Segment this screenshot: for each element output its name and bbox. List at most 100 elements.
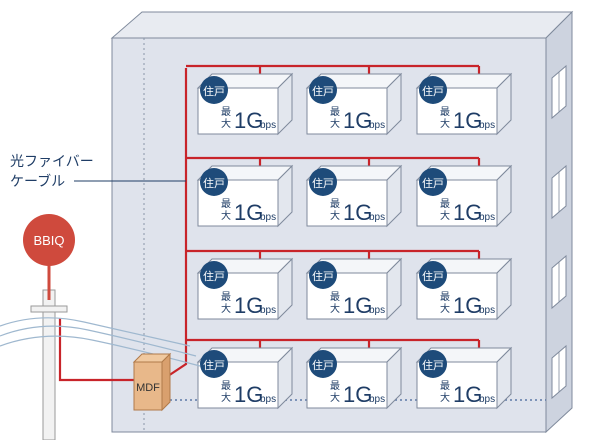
max-prefix-bottom: 大 (330, 209, 340, 222)
max-prefix-bottom: 大 (221, 391, 231, 404)
mdf-front (133, 361, 163, 411)
speed-unit: bps (260, 394, 276, 405)
max-prefix-bottom: 大 (440, 302, 450, 315)
mdf-label: MDF (136, 382, 160, 394)
dwelling-badge-label: 住戸 (312, 84, 334, 98)
mdf-side (161, 352, 171, 412)
speed-value: 1G (234, 200, 263, 225)
dwelling-badge (309, 261, 337, 289)
speed-value: 1G (343, 108, 372, 133)
speed-value: 1G (453, 382, 482, 407)
speed-value: 1G (343, 200, 372, 225)
max-prefix-bottom: 大 (440, 391, 450, 404)
max-prefix-top: 最 (221, 106, 231, 118)
dwelling-badge (309, 350, 337, 378)
dwelling-badge-label: 住戸 (422, 269, 444, 283)
provider-badge: BBIQ (23, 214, 75, 300)
dwelling-badge-label: 住戸 (203, 176, 225, 190)
speed-unit: bps (479, 305, 495, 316)
max-prefix-top: 最 (440, 106, 450, 118)
fiber-cable-label: 光ファイバー ケーブル (10, 153, 186, 189)
speed-unit: bps (260, 120, 276, 131)
speed-value: 1G (453, 108, 482, 133)
dwelling-badge-label: 住戸 (203, 269, 225, 283)
speed-unit: bps (369, 120, 385, 131)
max-prefix-top: 最 (221, 198, 231, 210)
max-prefix-bottom: 大 (440, 117, 450, 130)
speed-unit: bps (479, 394, 495, 405)
dwelling-badge (200, 76, 228, 104)
speed-value: 1G (453, 200, 482, 225)
dwelling-badge-label: 住戸 (312, 176, 334, 190)
dwelling-badge (419, 261, 447, 289)
speed-unit: bps (369, 212, 385, 223)
side-windows (551, 64, 567, 400)
max-prefix-top: 最 (221, 291, 231, 303)
max-prefix-bottom: 大 (221, 117, 231, 130)
fiber-label-line-2: ケーブル (10, 173, 65, 189)
overhead-wire-2 (0, 325, 197, 357)
fiber-label-line-1: 光ファイバー (10, 153, 94, 169)
speed-value: 1G (234, 382, 263, 407)
max-prefix-top: 最 (330, 291, 340, 303)
dwelling-badge-label: 住戸 (312, 358, 334, 372)
max-prefix-top: 最 (440, 380, 450, 392)
speed-value: 1G (234, 293, 263, 318)
speed-value: 1G (453, 293, 482, 318)
dwelling-badge (200, 168, 228, 196)
dwelling-badge-label: 住戸 (422, 358, 444, 372)
mdf-box: MDF (132, 352, 172, 412)
max-prefix-top: 最 (440, 291, 450, 303)
dwelling-badge-label: 住戸 (422, 84, 444, 98)
unit-front (306, 272, 388, 320)
dwelling-badge-label: 住戸 (312, 269, 334, 283)
dwelling-badge (309, 76, 337, 104)
dwelling-badge (200, 350, 228, 378)
overhead-wire-1 (0, 317, 191, 347)
speed-unit: bps (260, 212, 276, 223)
incoming-fiber-line (58, 318, 134, 382)
max-prefix-top: 最 (330, 198, 340, 210)
provider-badge-circle (23, 214, 75, 266)
dwelling-badge (419, 168, 447, 196)
max-prefix-bottom: 大 (330, 391, 340, 404)
dwelling-badge (309, 168, 337, 196)
max-prefix-top: 最 (440, 198, 450, 210)
max-prefix-bottom: 大 (330, 302, 340, 315)
dwelling-badge-label: 住戸 (422, 176, 444, 190)
speed-value: 1G (234, 108, 263, 133)
speed-unit: bps (479, 120, 495, 131)
max-prefix-top: 最 (330, 106, 340, 118)
max-prefix-bottom: 大 (330, 117, 340, 130)
provider-badge-label: BBIQ (33, 233, 64, 248)
dwelling-badge (419, 350, 447, 378)
dwelling-badge (419, 76, 447, 104)
speed-unit: bps (260, 305, 276, 316)
max-prefix-top: 最 (330, 380, 340, 392)
building-top (110, 11, 574, 39)
max-prefix-bottom: 大 (221, 302, 231, 315)
speed-unit: bps (369, 394, 385, 405)
max-prefix-bottom: 大 (440, 209, 450, 222)
pole-crossarm (30, 305, 68, 313)
utility-pole (0, 289, 201, 440)
speed-unit: bps (479, 212, 495, 223)
max-prefix-bottom: 大 (221, 209, 231, 222)
speed-value: 1G (343, 293, 372, 318)
max-prefix-top: 最 (221, 380, 231, 392)
speed-value: 1G (343, 382, 372, 407)
